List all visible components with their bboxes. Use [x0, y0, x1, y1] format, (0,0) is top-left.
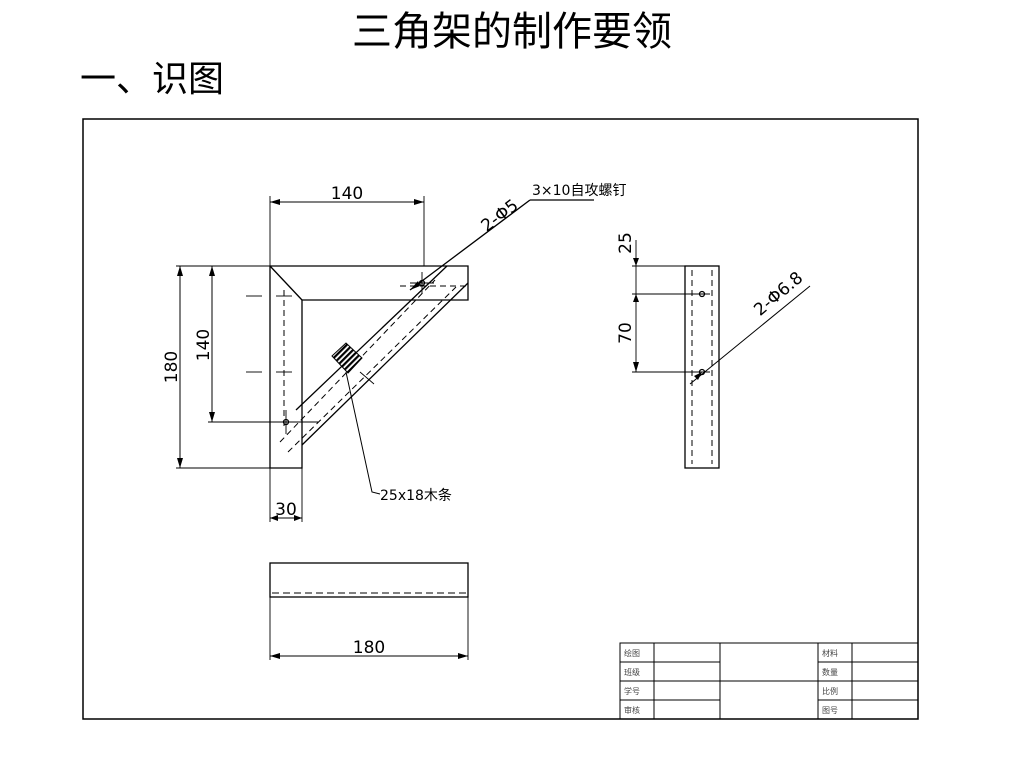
wood-strip-note: 25x18木条 [380, 487, 452, 504]
brace-upper-edge [295, 265, 448, 411]
drawing-frame [82, 118, 919, 720]
title-block-label-drawing-no: 图号 [822, 706, 838, 715]
title-block [619, 642, 919, 720]
front-view [176, 196, 594, 522]
title-block-label-material: 材料 [822, 648, 838, 658]
dim-front-left-inner: 140 [194, 329, 214, 361]
bracket-outline [269, 265, 469, 469]
title-block-label-review: 审核 [624, 705, 640, 715]
brace-lower-edge [301, 282, 469, 446]
hole-note-side: 2-Φ6.8 [750, 268, 807, 320]
dim-front-bottom: 30 [275, 500, 297, 520]
page-title: 三角架的制作要领 [352, 9, 672, 55]
wood-strip-section [331, 342, 363, 374]
title-block-label-class: 班级 [624, 667, 640, 677]
title-block-label-quantity: 数量 [822, 667, 838, 677]
bottom-view [269, 562, 469, 660]
dim-bottom-view: 180 [353, 638, 385, 658]
dim-side-mid: 70 [616, 322, 636, 344]
title-block-label-drawn: 绘图 [624, 648, 640, 658]
hole-note-front: 2-Φ5 [478, 196, 523, 237]
section-heading: 一、识图 [80, 59, 225, 100]
title-block-label-scale: 比例 [822, 686, 838, 696]
side-view [632, 240, 811, 469]
dim-front-top: 140 [331, 184, 363, 204]
dim-front-left-outer: 180 [162, 351, 182, 383]
title-block-label-student-id: 学号 [624, 686, 640, 696]
screw-note: 3×10自攻螺钉 [532, 183, 626, 199]
dim-side-top: 25 [616, 232, 636, 254]
